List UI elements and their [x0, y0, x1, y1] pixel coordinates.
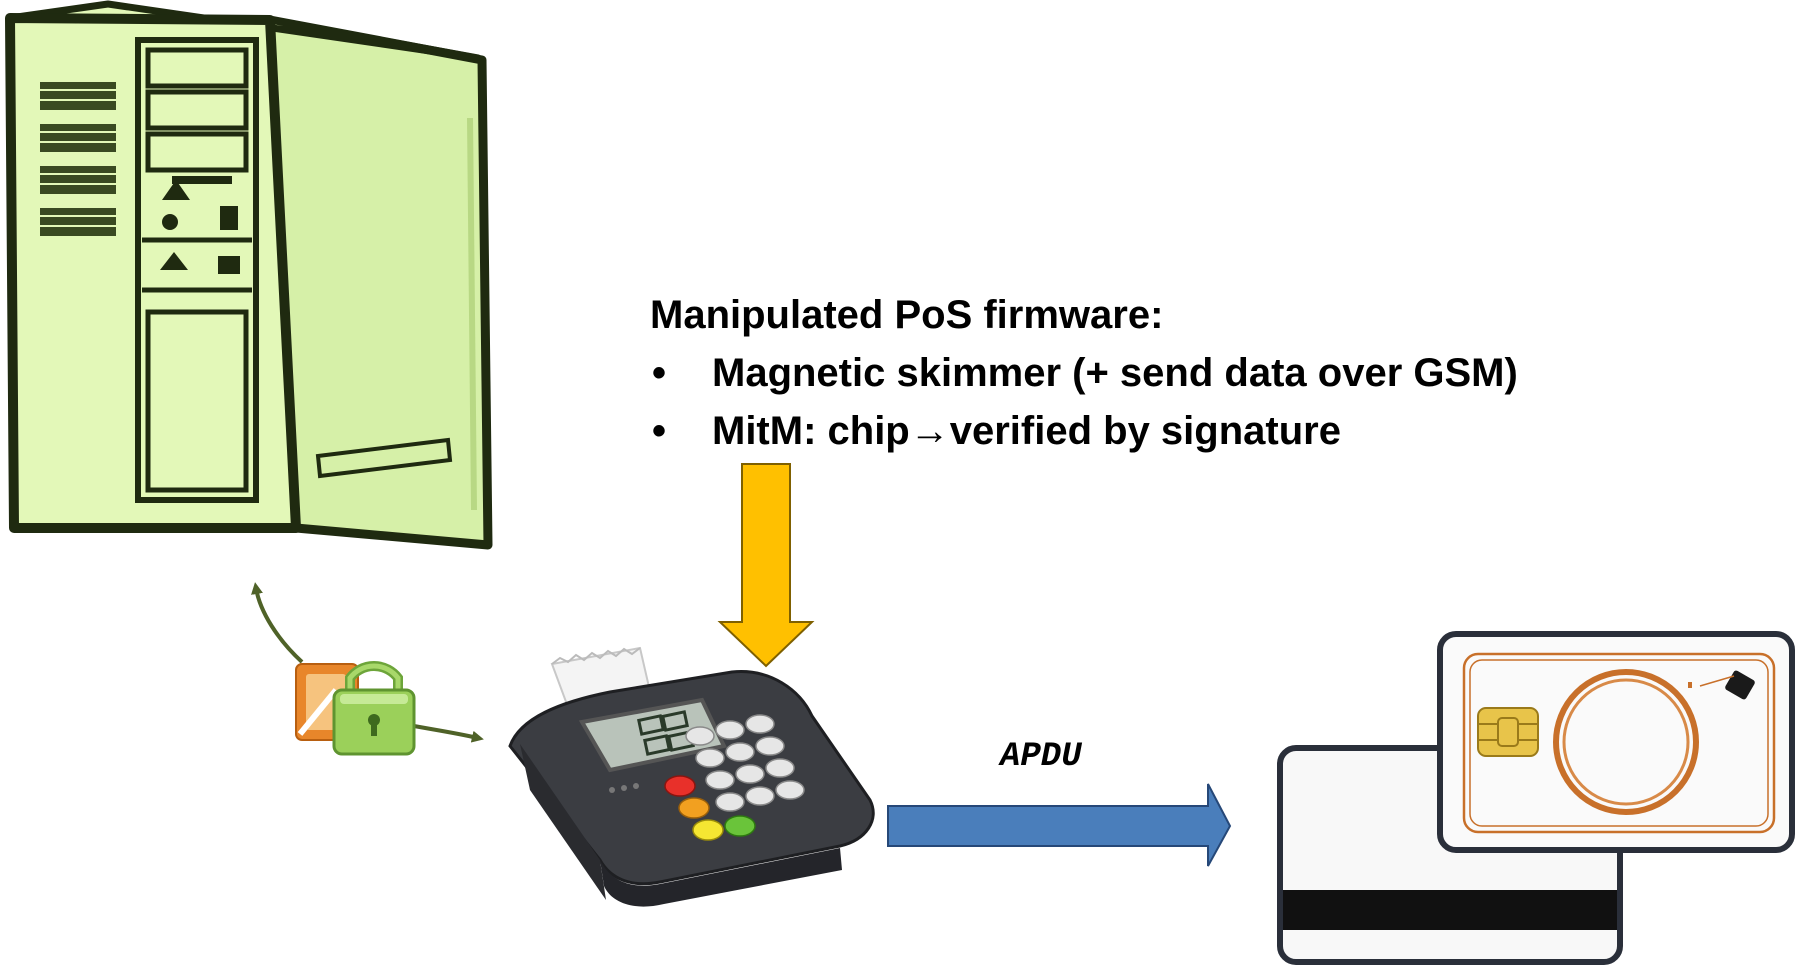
server-tower-icon: [5, 0, 493, 550]
document-lock-icon: [295, 661, 416, 756]
annotation-bullet-1: • Magnetic skimmer (+ send data over GSM): [650, 344, 1518, 402]
firmware-arrow: [717, 463, 815, 668]
bullet-glyph: •: [652, 351, 667, 395]
network-arrows: [251, 582, 484, 743]
arrow-to-server: [251, 582, 304, 664]
bullet-text: MitM: chip→verified by signature: [712, 409, 1341, 453]
firmware-annotation: Manipulated PoS firmware: • Magnetic skim…: [650, 286, 1518, 460]
bullet-glyph: •: [652, 409, 667, 453]
apdu-arrow: [887, 783, 1232, 867]
pos-terminal-icon: [508, 646, 875, 907]
apdu-label: APDU: [1000, 738, 1082, 776]
bullet-text: Magnetic skimmer (+ send data over GSM): [712, 351, 1518, 395]
annotation-bullet-2: • MitM: chip→verified by signature: [650, 402, 1518, 460]
smart-card-icon: [1437, 631, 1795, 853]
annotation-heading: Manipulated PoS firmware:: [650, 293, 1164, 337]
arrow-to-terminal: [413, 724, 484, 743]
